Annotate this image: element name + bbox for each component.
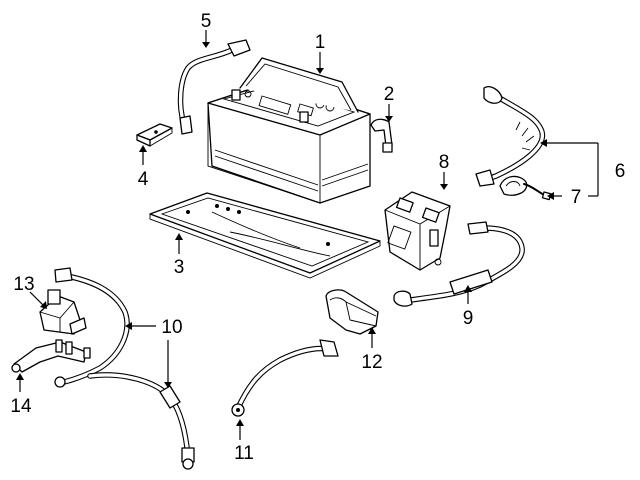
- callout-11: 11: [234, 443, 254, 464]
- callout-6: 6: [615, 161, 626, 182]
- vent-elbow: [370, 118, 393, 153]
- callout-1: 1: [315, 32, 326, 53]
- callout-4: 4: [138, 169, 149, 190]
- junction-block: [39, 289, 87, 335]
- battery: [207, 57, 371, 204]
- callout-12: 12: [361, 352, 382, 373]
- hold-down-clamp: [136, 123, 173, 147]
- negative-cable: [231, 339, 339, 417]
- fuse-block: [384, 191, 451, 271]
- sensor-lead: [499, 175, 552, 201]
- battery-tray: [149, 192, 381, 279]
- callout-5: 5: [201, 11, 212, 32]
- positive-cable: [393, 221, 525, 307]
- callout-13: 13: [13, 274, 34, 295]
- cable-assembly: [54, 267, 195, 470]
- harness-cable: [475, 86, 546, 187]
- bracket: [11, 339, 91, 373]
- callout-3: 3: [174, 257, 185, 278]
- callout-2: 2: [384, 84, 395, 105]
- ground-strap: [177, 39, 251, 135]
- callout-14: 14: [10, 396, 32, 417]
- leader-lines: [16, 30, 599, 440]
- callout-9: 9: [463, 308, 474, 329]
- cable-cover: [325, 289, 379, 335]
- callout-10: 10: [161, 317, 182, 338]
- callout-7: 7: [571, 187, 582, 208]
- callout-8: 8: [439, 152, 450, 173]
- callout-labels: 1 2 3 4 5 6 7 8 9 10 11 12 13 14: [10, 11, 625, 464]
